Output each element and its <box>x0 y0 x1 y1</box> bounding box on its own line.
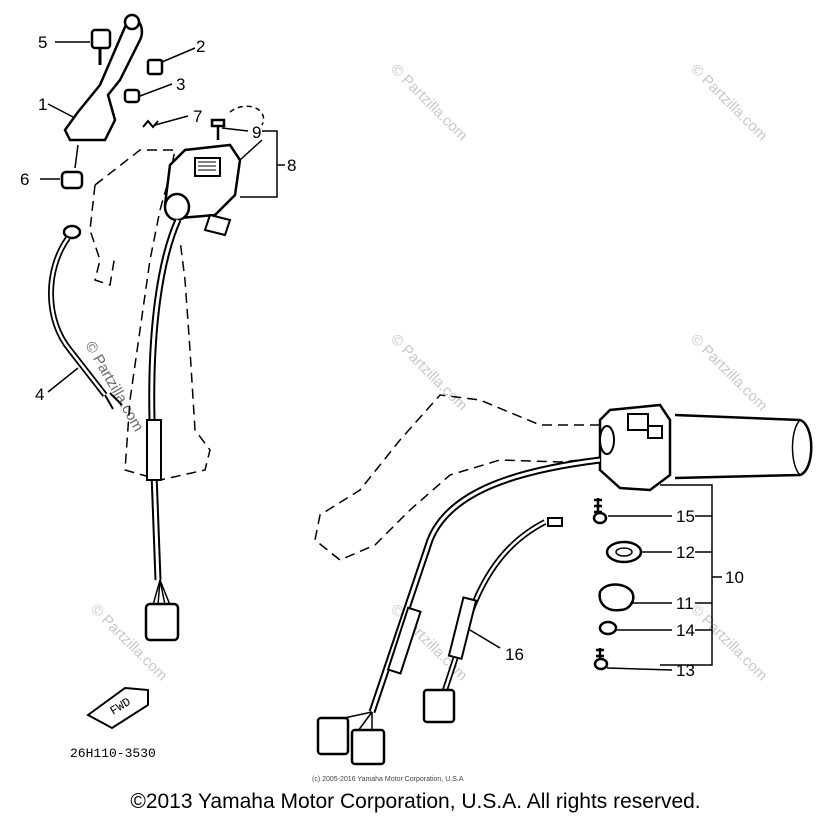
callout-7: 7 <box>193 107 202 126</box>
copyright-footer: ©2013 Yamaha Motor Corporation, U.S.A. A… <box>130 790 701 813</box>
right-handlebar-assembly <box>314 394 813 766</box>
callouts: 5 2 3 1 7 9 8 6 4 15 12 10 11 14 13 16 <box>20 33 744 680</box>
watermark: © Partzilla.com <box>387 331 470 414</box>
left-handlebar-assembly <box>48 13 265 642</box>
callout-15: 15 <box>676 507 695 526</box>
watermark: © Partzilla.com <box>687 331 770 414</box>
callout-11: 11 <box>676 594 694 613</box>
leader-lines <box>40 41 722 671</box>
small-copyright-notice: (c) 2005-2016 Yamaha Motor Corporation, … <box>312 776 464 783</box>
callout-2: 2 <box>196 37 205 56</box>
watermark: © Partzilla.com <box>687 61 770 144</box>
callout-9: 9 <box>252 123 261 142</box>
callout-6: 6 <box>20 170 29 189</box>
callout-5: 5 <box>38 33 47 52</box>
watermark: © Partzilla.com <box>387 61 470 144</box>
watermark: © Partzilla.com <box>687 601 770 684</box>
callout-10: 10 <box>725 568 744 587</box>
fwd-arrow-icon: FWD <box>86 686 149 730</box>
callout-4: 4 <box>35 385 44 404</box>
watermark: © Partzilla.com <box>82 339 147 435</box>
callout-16: 16 <box>505 645 524 664</box>
callout-1: 1 <box>38 95 47 114</box>
callout-3: 3 <box>176 75 185 94</box>
callout-12: 12 <box>676 543 695 562</box>
diagram-code: 26H110-3530 <box>70 746 156 761</box>
callout-14: 14 <box>676 621 695 640</box>
callout-8: 8 <box>287 156 296 175</box>
callout-13: 13 <box>676 661 695 680</box>
